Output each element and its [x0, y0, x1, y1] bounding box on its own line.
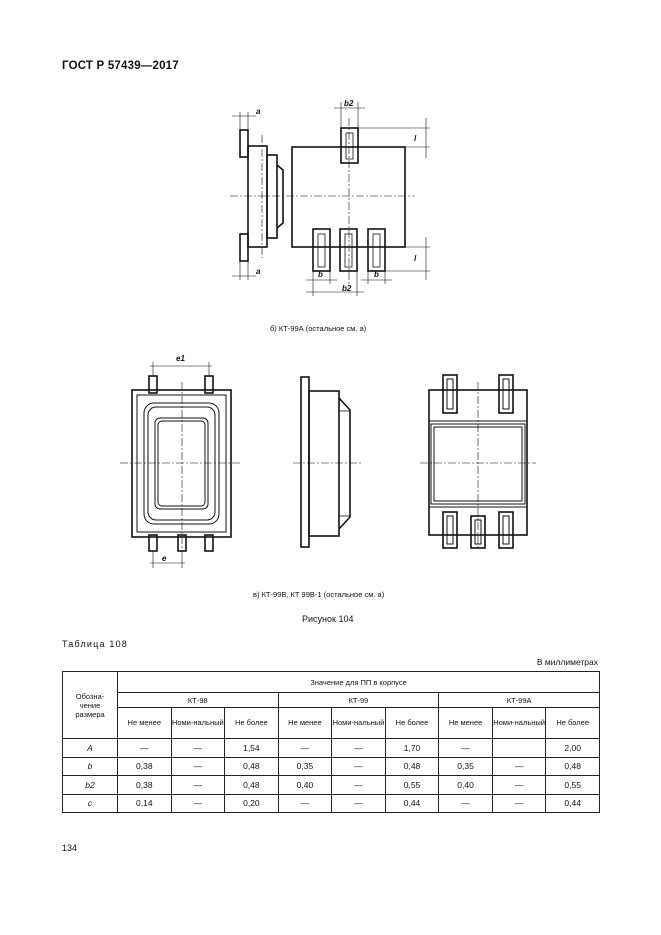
row-label: b2	[62, 775, 118, 795]
side-lead-top	[239, 129, 249, 158]
table-cell: —	[170, 793, 226, 813]
dim-e: e	[162, 554, 167, 563]
table-cell: 0,40	[438, 775, 493, 795]
subheader: Не более	[224, 707, 279, 739]
table-cell: 0,48	[224, 756, 279, 776]
table-cell: —	[170, 775, 226, 795]
table-cell: 0,35	[277, 756, 333, 776]
bottom-lead-right	[367, 228, 386, 272]
table-cell: —	[331, 756, 386, 776]
table-cell: —	[170, 756, 226, 776]
package-header: КТ-99	[277, 692, 440, 708]
row-label: A	[62, 738, 118, 758]
top-view-body	[131, 389, 232, 538]
figure-number: Рисунок 104	[302, 614, 354, 624]
table-cell: 0,55	[384, 775, 440, 795]
document-header: ГОСТ Р 57439—2017	[62, 60, 179, 72]
table-cell: 0,14	[117, 793, 172, 813]
table-row: A——1,54——1,70—2,00	[62, 738, 600, 758]
top-lead	[340, 127, 359, 164]
table-cell: —	[438, 738, 493, 758]
page-number: 134	[62, 843, 78, 853]
table-cell: —	[331, 738, 386, 758]
dim-e1: e1	[176, 354, 185, 363]
table-cell: —	[331, 775, 386, 795]
subheader: Номи-нальный	[170, 707, 226, 739]
package-header: КТ-99А	[438, 692, 600, 708]
table-cell: 0,38	[117, 756, 172, 776]
subheader: Не менее	[277, 707, 333, 739]
dim-a-bottom: a	[256, 267, 261, 276]
subheader: Номи-нальный	[331, 707, 386, 739]
subheader: Не менее	[117, 707, 172, 739]
group-header: Значение для ПП в корпусе	[117, 671, 600, 693]
table-cell: 1,54	[224, 738, 279, 758]
table-cell: 0,40	[277, 775, 333, 795]
subheader: Не менее	[438, 707, 493, 739]
table-cell: 0,38	[117, 775, 172, 795]
bottom-lead-center	[339, 228, 358, 272]
dim-b2-bottom: b2	[342, 284, 352, 293]
table-cell: —	[438, 793, 493, 813]
row-label: b	[62, 756, 118, 776]
table-cell: 0,35	[438, 756, 493, 776]
dim-a-top: a	[256, 107, 261, 116]
table-units: В миллиметрах	[536, 657, 598, 667]
subheader: Номи-нальный	[491, 707, 547, 739]
table-cell: 0,48	[384, 756, 440, 776]
side-step	[266, 154, 278, 239]
table-cell: 0,20	[224, 793, 279, 813]
subheader: Не более	[384, 707, 440, 739]
table-cell: 1,70	[384, 738, 440, 758]
table-cell: —	[277, 738, 333, 758]
table-cell: —	[491, 775, 547, 795]
package-header: КТ-98	[117, 692, 279, 708]
table-cell: —	[277, 793, 333, 813]
col-designation: Обозна-чение размера	[62, 671, 118, 739]
table-cell: —	[491, 756, 547, 776]
side-body	[247, 145, 268, 248]
bottom-lead-left	[312, 228, 331, 272]
dim-l-bottom: l	[414, 254, 417, 263]
figure-b-caption: б) КТ-99А (остальное см. а)	[270, 324, 367, 333]
table-cell: —	[117, 738, 172, 758]
dim-b2-top: b2	[344, 99, 354, 108]
table-cell: 0,44	[545, 793, 600, 813]
dim-b-right: b	[374, 270, 379, 279]
table-cell: 0,55	[545, 775, 600, 795]
dim-l-top: l	[414, 134, 417, 143]
table-cell: —	[331, 793, 386, 813]
table-cell: 0,48	[224, 775, 279, 795]
table-cell	[491, 738, 547, 758]
table-title: Таблица 108	[62, 639, 129, 649]
table-cell: 0,44	[384, 793, 440, 813]
table-cell: —	[491, 793, 547, 813]
figure-v-caption: в) КТ-99В, КТ 99В-1 (остальное см. а)	[253, 590, 385, 599]
dimensions-table: Обозна-чение размера Значение для ПП в к…	[62, 671, 600, 813]
table-cell: 0,48	[545, 756, 600, 776]
side-cap	[276, 164, 284, 229]
side-lead-bottom	[239, 233, 249, 262]
technical-drawing: a a b2 l l b b b2 e1 e	[120, 99, 536, 568]
dim-b-left: b	[318, 270, 323, 279]
front-body	[291, 146, 406, 248]
table-cell: 2,00	[545, 738, 600, 758]
row-label: c	[62, 793, 118, 813]
table-cell: —	[170, 738, 226, 758]
subheader: Не более	[545, 707, 600, 739]
